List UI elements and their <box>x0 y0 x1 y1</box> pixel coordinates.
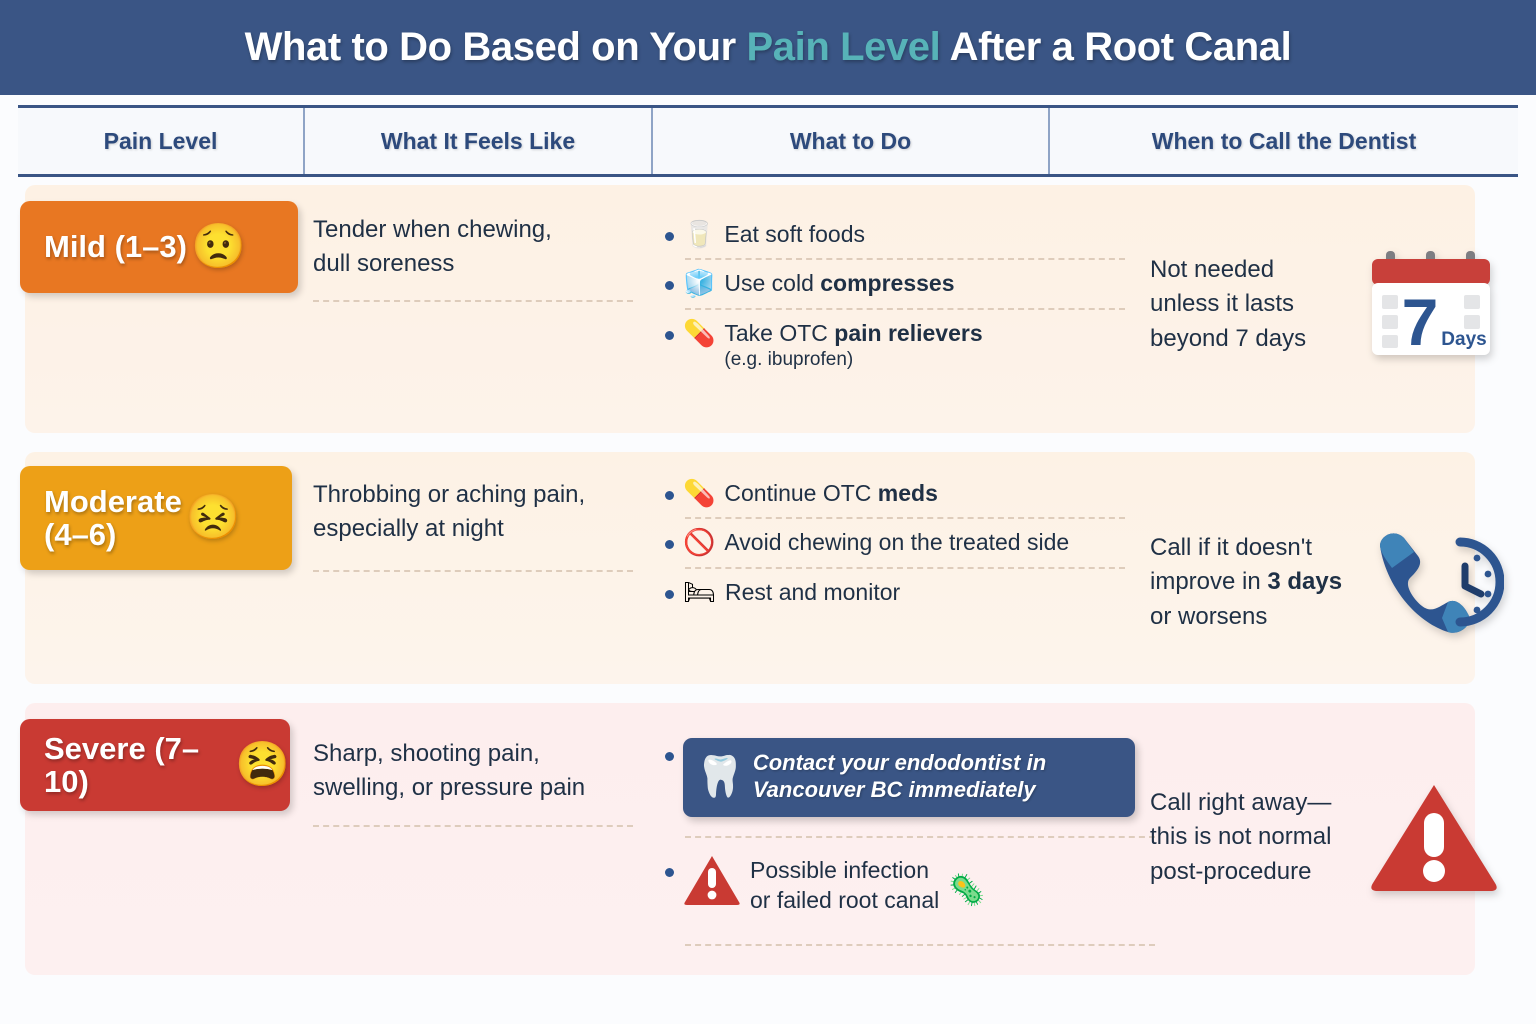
action-divider <box>685 835 1155 838</box>
pain-level-badge-mild: Mild (1–3) 😟 <box>20 201 298 293</box>
feels-like-moderate: Throbbing or aching pain, especially at … <box>313 481 586 543</box>
when-to-call-mild: Not needed unless it lasts beyond 7 days… <box>1150 237 1520 372</box>
bullet-icon <box>665 867 674 877</box>
badge-label-mild: Mild (1–3) <box>44 229 187 265</box>
when-text-part-2: or worsens <box>1150 602 1268 630</box>
action-label: Avoid chewing on the treated side <box>724 529 1070 556</box>
ice-cube-icon: 🧊 <box>683 268 716 299</box>
action-text: Avoid chewing on the treated side <box>724 526 1069 558</box>
actions-list-severe: 🦷 Contact your endodontist in Vancouver … <box>665 731 1155 947</box>
anguished-face-emoji: 😫 <box>235 740 290 789</box>
action-divider <box>685 258 1125 261</box>
no-chewing-icon: 🚫 <box>683 527 716 558</box>
callout-label: Contact your endodontist in Vancouver BC… <box>752 750 1047 802</box>
action-item: 💊 Take OTC pain relievers (e.g. ibuprofen… <box>665 310 1135 381</box>
pill-bottle-icon: 💊 <box>683 317 716 348</box>
warning-triangle-icon <box>683 854 741 913</box>
actions-list-moderate: 💊 Continue OTC meds 🚫 Avoid chewing on t… <box>665 470 1135 616</box>
action-item: 💊 Continue OTC meds <box>665 470 1135 517</box>
tooth-icon: 🦷 <box>695 754 745 799</box>
when-to-call-moderate: Call if it doesn't improve in 3 days or … <box>1150 520 1520 645</box>
page-title: What to Do Based on Your Pain Level Afte… <box>245 25 1292 70</box>
warning-triangle-large-icon <box>1364 775 1504 900</box>
when-to-call-text: Call right away— this is not normal post… <box>1150 789 1332 885</box>
action-label: Rest and monitor <box>725 578 901 605</box>
callout-action-item: 🦷 Contact your endodontist in Vancouver … <box>665 731 1135 824</box>
bullet-icon <box>665 589 674 599</box>
action-text: Rest and monitor <box>725 576 900 608</box>
svg-text:7: 7 <box>1402 285 1439 359</box>
when-to-call-severe: Call right away— this is not normal post… <box>1150 775 1520 900</box>
bullet-icon <box>665 752 674 761</box>
title-accent: Pain Level <box>746 25 941 69</box>
table-header: Pain Level What It Feels Like What to Do… <box>18 105 1518 177</box>
badge-label-moderate: Moderate (4–6) <box>44 483 182 552</box>
action-label: Take OTC <box>724 319 835 346</box>
blister-pack-icon: 💊 <box>683 478 716 508</box>
action-text: Continue OTC meds <box>724 477 938 509</box>
action-divider <box>685 566 1125 569</box>
action-sublabel: (e.g. ibuprofen) <box>724 349 854 371</box>
bullet-icon <box>665 491 674 500</box>
action-label-emphasis: compresses <box>820 270 955 297</box>
action-divider <box>685 517 1125 520</box>
action-label-emphasis: meds <box>877 480 938 506</box>
column-header-pain-level: Pain Level <box>18 108 305 174</box>
action-text: Take OTC pain relievers (e.g. ibuprofen) <box>724 317 982 374</box>
contact-endodontist-callout[interactable]: 🦷 Contact your endodontist in Vancouver … <box>683 738 1135 817</box>
action-item: Possible infection or failed root canal … <box>665 838 1135 923</box>
action-item: 🛏 Rest and monitor <box>665 569 1135 616</box>
bullet-icon <box>665 540 674 550</box>
feels-divider-severe <box>313 825 633 827</box>
when-to-call-text: Call if it doesn't improve in 3 days or … <box>1150 531 1350 633</box>
feels-like-mild: Tender when chewing, dull soreness <box>313 216 552 278</box>
worried-face-emoji: 😟 <box>190 222 246 271</box>
when-text-part-1: Call if it doesn't improve in <box>1150 534 1312 596</box>
column-header-what-it-feels-like: What It Feels Like <box>305 108 653 174</box>
action-label-emphasis: pain relievers <box>834 319 983 346</box>
action-item: 🥛 Eat soft foods <box>665 211 1135 258</box>
when-to-call-text: Not needed unless it lasts beyond 7 days <box>1150 256 1307 352</box>
bed-rest-icon: 🛏 <box>683 576 717 607</box>
action-item: 🧊 Use cold compresses <box>665 260 1135 307</box>
action-item: 🚫 Avoid chewing on the treated side <box>665 519 1135 566</box>
table-row-mild: Mild (1–3) 😟 Tender when chewing, dull s… <box>20 185 1490 433</box>
title-part-1: What to Do Based on Your <box>244 25 747 69</box>
action-text: Possible infection or failed root canal <box>750 856 940 913</box>
actions-list-mild: 🥛 Eat soft foods 🧊 Use cold compresses 💊… <box>665 211 1135 380</box>
glass-of-milk-icon: 🥛 <box>683 219 716 249</box>
action-label: Eat soft foods <box>724 221 866 247</box>
table-row-severe: Severe (7–10) 😫 Sharp, shooting pain, sw… <box>20 703 1497 975</box>
phone-clock-icon <box>1364 520 1505 645</box>
persevering-face-emoji: 😣 <box>185 493 241 542</box>
title-part-2: After a Root Canal <box>940 25 1292 69</box>
svg-text:Days: Days <box>1441 329 1486 350</box>
column-header-when-to-call: When to Call the Dentist <box>1151 127 1417 154</box>
feels-divider-mild <box>313 300 633 302</box>
action-divider <box>685 307 1125 310</box>
bullet-icon <box>665 330 674 340</box>
action-label: Continue OTC <box>724 480 878 506</box>
action-text: Use cold compresses <box>724 267 954 299</box>
feels-divider-moderate <box>313 570 633 572</box>
table-row-moderate: Moderate (4–6) 😣 Throbbing or aching pai… <box>20 452 1505 684</box>
bullet-icon <box>665 281 674 291</box>
column-header-what-to-do: What to Do <box>653 108 1050 174</box>
pain-level-badge-severe: Severe (7–10) 😫 <box>20 719 290 811</box>
badge-label-severe: Severe (7–10) <box>44 730 200 799</box>
pain-level-badge-moderate: Moderate (4–6) 😣 <box>20 466 292 570</box>
feels-like-severe: Sharp, shooting pain, swelling, or press… <box>313 740 586 802</box>
action-text: Eat soft foods <box>724 218 865 250</box>
microbe-icon: 🦠 <box>948 873 986 907</box>
when-text-emphasis: 3 days <box>1267 568 1343 596</box>
calendar-7-days-icon: 7 Days <box>1364 237 1514 372</box>
bullet-icon <box>665 232 674 241</box>
action-label: Use cold <box>724 270 821 297</box>
action-divider <box>685 944 1155 947</box>
title-bar: What to Do Based on Your Pain Level Afte… <box>0 0 1536 95</box>
